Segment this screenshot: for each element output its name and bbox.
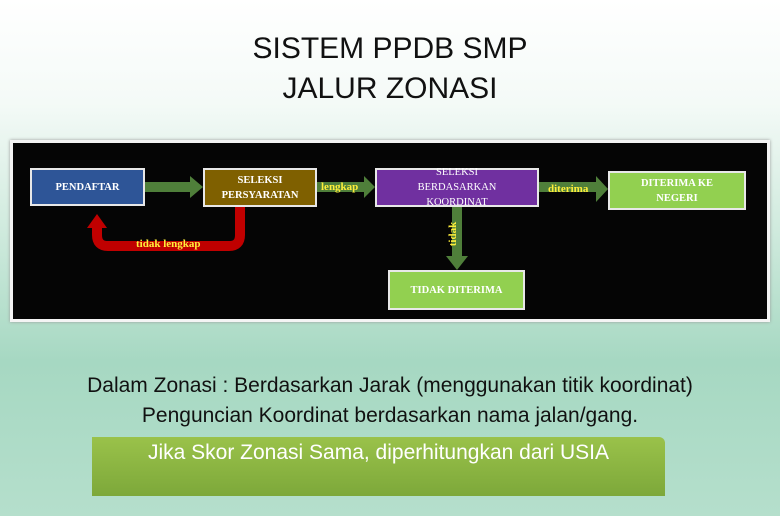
arrow-diterima <box>539 176 608 202</box>
body-line-2: Penguncian Koordinat berdasarkan nama ja… <box>141 404 639 427</box>
title-line-1: SISTEM PPDB SMP <box>252 32 528 65</box>
arrow-pendaftar-to-persyaratan <box>145 176 203 198</box>
body-line-1: Dalam Zonasi : Berdasarkan Jarak (menggu… <box>87 374 693 397</box>
edge-label-lengkap: lengkap <box>321 181 359 193</box>
node-diterima: DITERIMA KE NEGERI <box>608 171 746 210</box>
edge-label-tidak: tidak <box>447 221 460 247</box>
title-line-2: JALUR ZONASI <box>282 72 498 105</box>
node-pendaftar: PENDAFTAR <box>30 168 145 206</box>
node-seleksi-koordinat: SELEKSI BERDASARKAN KOORDINAT <box>375 167 539 208</box>
node-tidak-diterima: TIDAK DITERIMA <box>388 270 525 310</box>
node-seleksi-persyaratan: SELEKSI PERSYARATAN <box>203 168 317 207</box>
edge-label-tidak-lengkap: tidak lengkap <box>136 238 201 250</box>
arrow-lengkap <box>317 176 375 198</box>
arrow-tidak <box>446 207 468 270</box>
diagram-arrows <box>87 176 608 270</box>
arrow-tidak-lengkap <box>92 207 245 251</box>
edge-label-diterima: diterima <box>548 183 589 195</box>
note-box: Jika Skor Zonasi Sama, diperhitungkan da… <box>92 437 665 496</box>
